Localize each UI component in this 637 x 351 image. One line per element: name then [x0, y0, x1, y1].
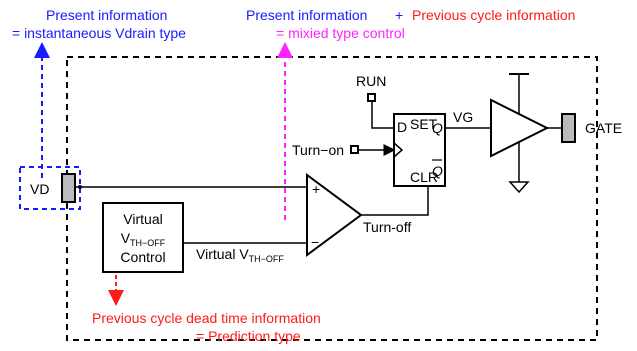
prediction-type-label: = Prediction type: [196, 328, 301, 344]
mixed-plus-label: +: [395, 7, 403, 23]
ff-qbar-label: Q: [432, 163, 443, 179]
vd-wire-dot: [78, 185, 82, 189]
ff-set-label: SET: [410, 116, 438, 132]
run-label: RUN: [356, 73, 386, 89]
virtual-box-line1: Virtual: [123, 211, 162, 227]
virtual-vth-wire-prefix: Virtual V: [196, 246, 249, 262]
previous-cycle-info-label: Previous cycle information: [412, 7, 575, 23]
ground-symbol: [508, 181, 530, 194]
gate-pin: [561, 113, 576, 143]
ff-clock-marker: [393, 142, 404, 158]
virtual-box-line2: VTH−OFF: [121, 230, 166, 248]
turn-off-label: Turn-off: [363, 219, 411, 235]
virtual-vth-wire-sub: TH−OFF: [249, 254, 285, 264]
mixed-control-label: = mixied type control: [276, 25, 405, 41]
comparator-plus: +: [312, 181, 320, 197]
present-info-label: Present information: [46, 7, 167, 23]
vd-pin: [61, 173, 76, 203]
ff-d-label: D: [397, 119, 407, 135]
vd-label: VD: [30, 181, 49, 197]
comparator: [306, 173, 363, 257]
virtual-box-vth-sub: TH−OFF: [130, 238, 166, 248]
controller-boundary: [66, 56, 598, 341]
run-wire: [371, 101, 394, 129]
virtual-box-v: V: [121, 230, 131, 246]
run-pin: [367, 93, 376, 102]
comparator-minus: −: [311, 234, 319, 250]
virtual-vth-off-control-block: [102, 202, 184, 273]
gate-label: GATE: [585, 120, 622, 136]
vg-label: VG: [453, 109, 473, 125]
turn-on-pin: [350, 145, 359, 154]
previous-cycle-dead-time-label: Previous cycle dead time information: [92, 310, 321, 326]
ff-q-label: Q: [432, 120, 443, 136]
mixed-present-info-label: Present information: [246, 7, 367, 23]
turn-off-wire: [361, 186, 429, 216]
turn-on-label: Turn−on: [292, 142, 344, 158]
virtual-vth-wire-label: Virtual VTH−OFF: [196, 246, 284, 264]
ff-clr-label: CLR: [410, 169, 438, 185]
virtual-box-line3: Control: [120, 249, 165, 265]
instantaneous-vdrain-label: = instantaneous Vdrain type: [12, 25, 186, 41]
